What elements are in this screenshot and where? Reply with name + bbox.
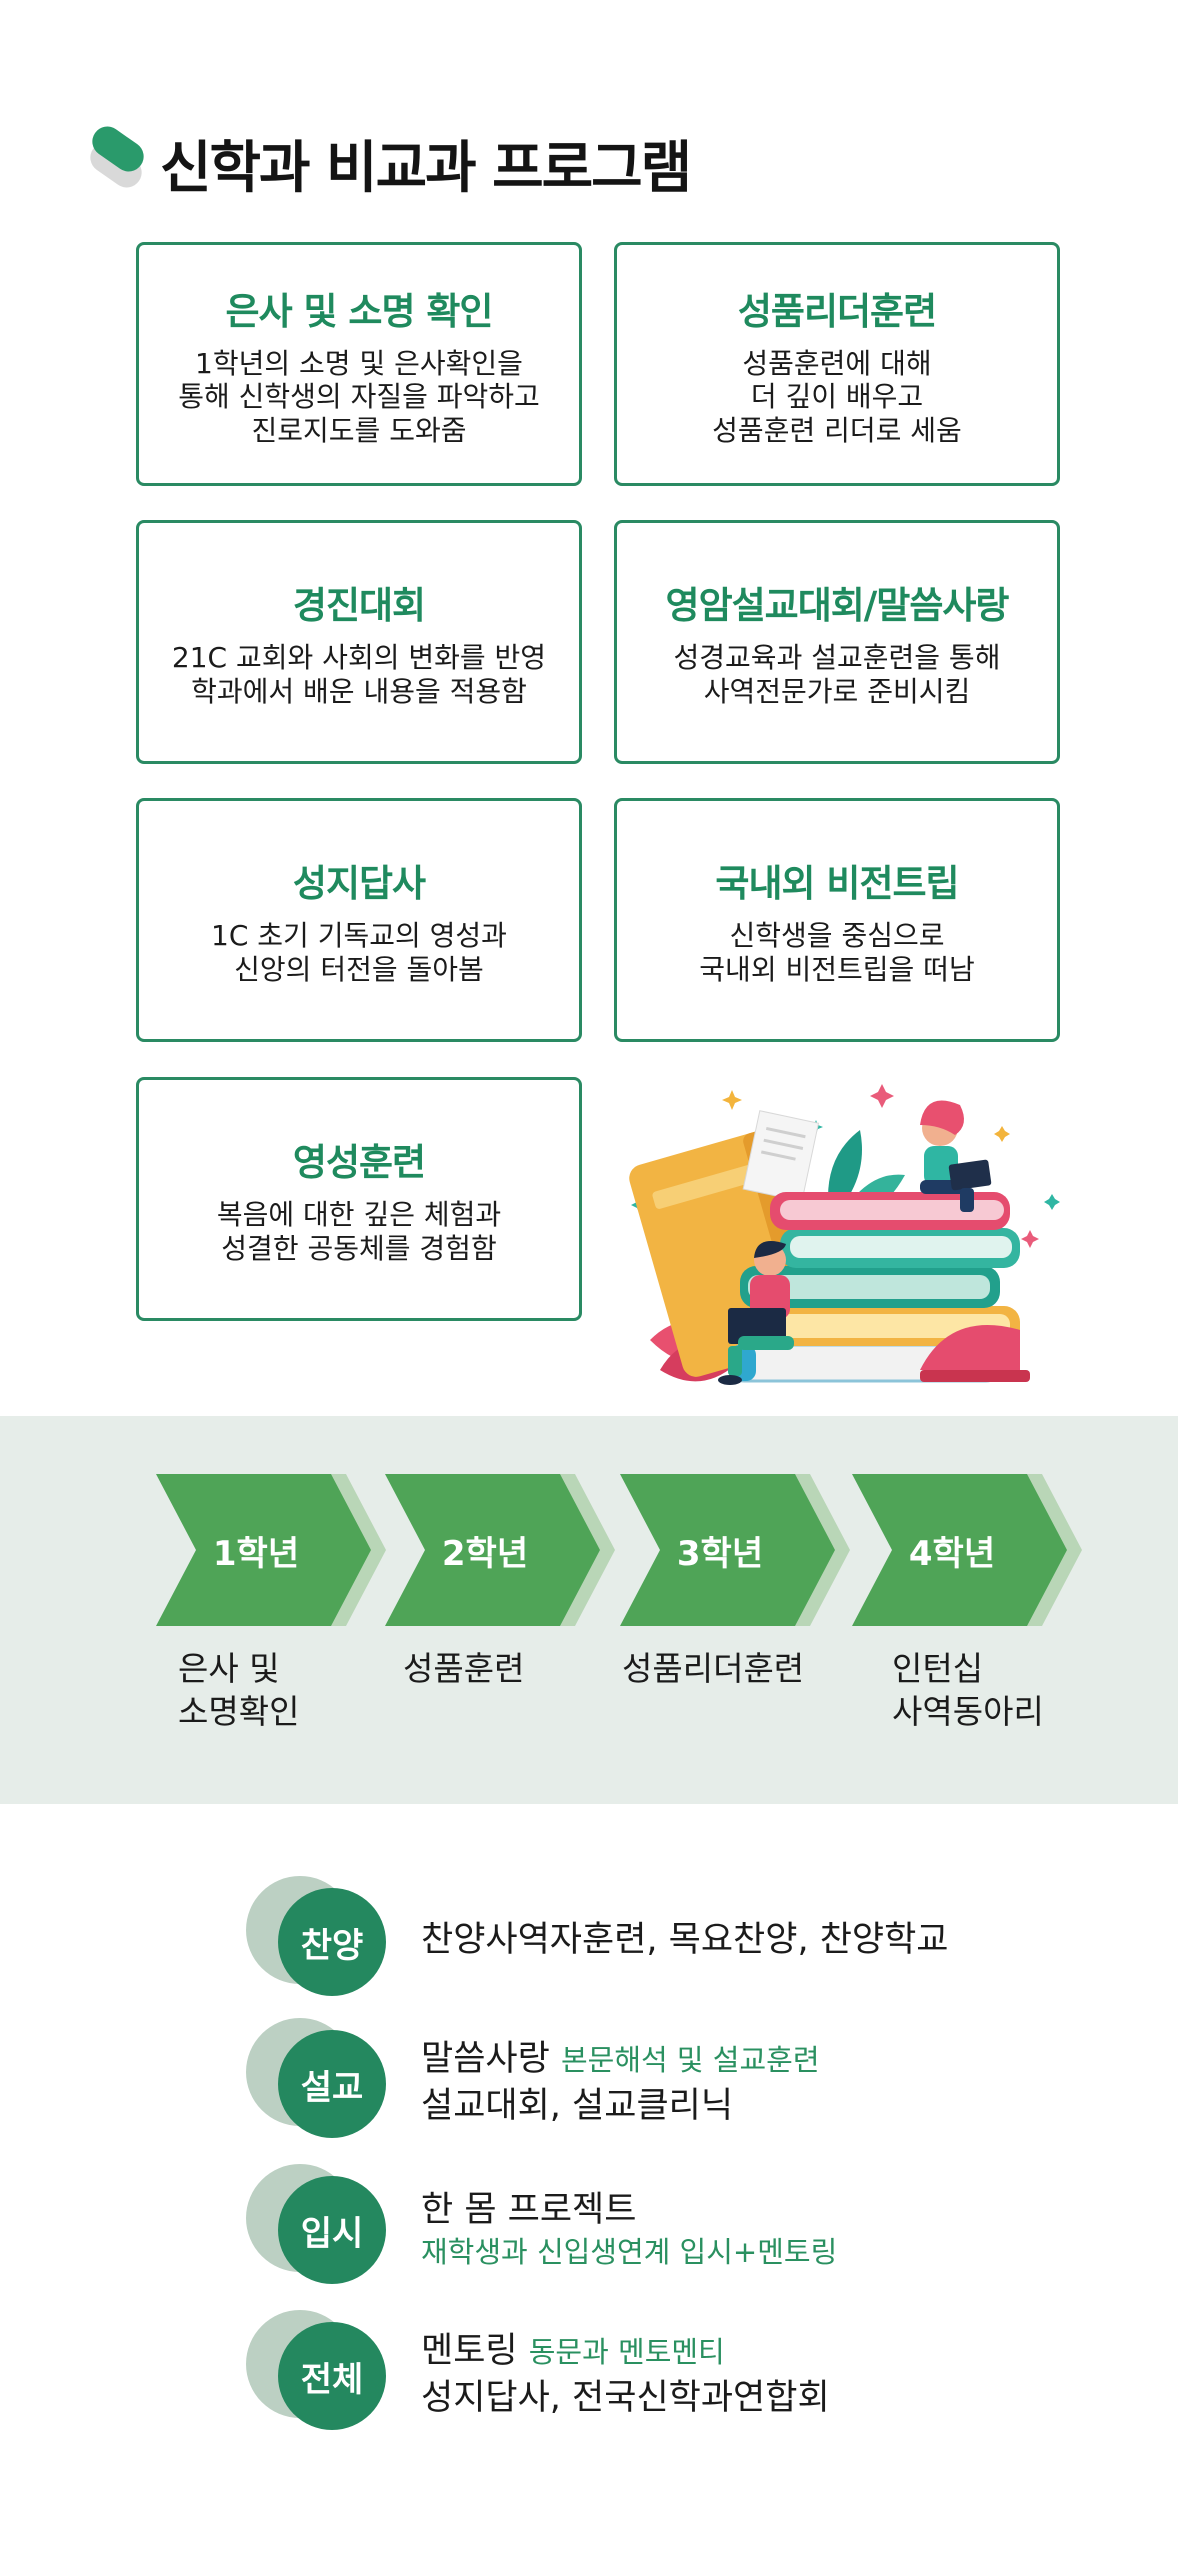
desc-line: 1학년의 소명 및 은사확인을: [195, 346, 523, 380]
activity-text: 한 몸 프로젝트 재학생과 신입생연계 입시+멘토링: [421, 2164, 837, 2294]
year-chevron-4: 4학년: [852, 1474, 1082, 1626]
program-card: 영암설교대회/말씀사랑 성경교육과 설교훈련을 통해 사역전문가로 준비시킴: [614, 520, 1060, 764]
page-title: 신학과 비교과 프로그램: [160, 135, 692, 201]
program-card: 영성훈련 복음에 대한 깊은 체험과 성결한 공동체를 경험함: [136, 1077, 582, 1321]
program-card: 성품리더훈련 성품훈련에 대해 더 깊이 배우고 성품훈련 리더로 세움: [614, 242, 1060, 486]
desc-line: 성경교육과 설교훈련을 통해: [673, 641, 1001, 675]
desc-line: 통해 신학생의 자질을 파악하고: [178, 380, 540, 414]
year-label: 2학년: [441, 1533, 529, 1574]
activity-accent: 본문해석 및 설교훈련: [560, 2042, 820, 2077]
activity-main: 찬양사역자훈련, 목요찬양, 찬양학교: [421, 1920, 949, 1961]
program-desc: 1C 초기 기독교의 영성과 신앙의 터전을 돌아봄: [211, 919, 507, 986]
desc-line: 1C 초기 기독교의 영성과: [211, 919, 507, 953]
activity-badge: 설교: [278, 2030, 386, 2138]
program-card: 국내외 비전트립 신학생을 중심으로 국내외 비전트립을 떠남: [614, 798, 1060, 1042]
year-desc-4: 인턴십 사역동아리: [892, 1648, 1044, 1734]
activity-row: 설교 말씀사랑 본문해석 및 설교훈련 설교대회, 설교클리닉: [246, 2018, 1106, 2138]
activity-line-1: 말씀사랑 본문해석 및 설교훈련: [421, 2036, 820, 2083]
year-chevron-3: 3학년: [620, 1474, 850, 1626]
desc-line: 소명확인: [178, 1691, 300, 1731]
activity-row: 찬양 찬양사역자훈련, 목요찬양, 찬양학교: [246, 1876, 1106, 1996]
desc-line: 사역동아리: [892, 1691, 1044, 1731]
activity-accent: 동문과 멘토멘티: [528, 2334, 725, 2369]
program-title: 은사 및 소명 확인: [225, 289, 494, 333]
desc-line: 신학생을 중심으로: [729, 919, 945, 953]
activity-text: 멘토링 동문과 멘토멘티 성지답사, 전국신학과연합회: [421, 2310, 830, 2440]
year-label: 1학년: [212, 1533, 300, 1574]
program-desc: 1학년의 소명 및 은사확인을 통해 신학생의 자질을 파악하고 진로지도를 도…: [178, 347, 540, 448]
activity-main: 말씀사랑: [421, 2038, 550, 2079]
activity-line-2: 성지답사, 전국신학과연합회: [421, 2378, 830, 2418]
year-band: 1학년 2학년 3학년 4학년 은사 및 소명확인 성품훈련 성품리더훈련 인턴…: [0, 1416, 1178, 1804]
year-desc-1: 은사 및 소명확인: [178, 1648, 299, 1734]
desc-line: 진로지도를 도와줌: [251, 413, 467, 447]
year-chevron-2: 2학년: [385, 1474, 615, 1626]
activity-main: 멘토링: [421, 2330, 518, 2371]
desc-line: 더 깊이 배우고: [750, 380, 924, 414]
activity-text: 찬양사역자훈련, 목요찬양, 찬양학교: [421, 1876, 949, 2006]
desc-line: 사역전문가로 준비시킴: [703, 675, 971, 708]
activity-main: 한 몸 프로젝트: [421, 2189, 637, 2230]
program-title: 성품리더훈련: [737, 289, 937, 333]
activity-text: 말씀사랑 본문해석 및 설교훈련 설교대회, 설교클리닉: [421, 2018, 820, 2148]
year-desc-2: 성품훈련: [403, 1648, 524, 1691]
activity-badge: 찬양: [278, 1888, 386, 1996]
program-title: 영성훈련: [292, 1141, 426, 1185]
program-desc: 21C 교회와 사회의 변화를 반영 학과에서 배운 내용을 적용함: [172, 641, 546, 708]
pill-logo-icon: [84, 120, 150, 198]
activity-row: 전체 멘토링 동문과 멘토멘티 성지답사, 전국신학과연합회: [246, 2310, 1106, 2430]
activity-line-1: 멘토링 동문과 멘토멘티: [421, 2328, 830, 2375]
desc-line: 인턴십: [892, 1649, 984, 1688]
activity-badge: 전체: [278, 2322, 386, 2430]
desc-line: 복음에 대한 깊은 체험과: [216, 1198, 502, 1232]
books-students-illustration: [629, 1084, 1060, 1385]
desc-line: 21C 교회와 사회의 변화를 반영: [171, 641, 547, 675]
activity-line-2: 설교대회, 설교클리닉: [421, 2086, 734, 2126]
activity-sub: 재학생과 신입생연계 입시+멘토링: [421, 2234, 838, 2269]
desc-line: 은사 및: [178, 1649, 280, 1688]
program-desc: 복음에 대한 깊은 체험과 성결한 공동체를 경험함: [217, 1198, 501, 1265]
desc-line: 학과에서 배운 내용을 적용함: [191, 675, 527, 708]
program-desc: 성품훈련에 대해 더 깊이 배우고 성품훈련 리더로 세움: [712, 347, 962, 448]
desc-line: 성품리더훈련: [622, 1649, 805, 1688]
program-card: 경진대회 21C 교회와 사회의 변화를 반영 학과에서 배운 내용을 적용함: [136, 520, 582, 764]
program-title: 국내외 비전트립: [715, 862, 959, 906]
program-card: 은사 및 소명 확인 1학년의 소명 및 은사확인을 통해 신학생의 자질을 파…: [136, 242, 582, 486]
desc-line: 성결한 공동체를 경험함: [221, 1232, 497, 1265]
desc-line: 성품훈련에 대해: [742, 346, 932, 380]
program-desc: 신학생을 중심으로 국내외 비전트립을 떠남: [699, 919, 974, 986]
year-chevron-1: 1학년: [156, 1474, 386, 1626]
program-title: 영암설교대회/말씀사랑: [665, 584, 1010, 628]
desc-line: 성품훈련: [403, 1649, 525, 1688]
year-label: 3학년: [676, 1533, 764, 1574]
activity-row: 입시 한 몸 프로젝트 재학생과 신입생연계 입시+멘토링: [246, 2164, 1106, 2284]
year-label: 4학년: [908, 1533, 996, 1574]
page-header: 신학과 비교과 프로그램: [84, 118, 692, 208]
program-title: 성지답사: [292, 862, 426, 906]
activity-badge: 입시: [278, 2176, 386, 2284]
program-desc: 성경교육과 설교훈련을 통해 사역전문가로 준비시킴: [674, 641, 1001, 708]
program-title: 경진대회: [292, 584, 426, 628]
program-card: 성지답사 1C 초기 기독교의 영성과 신앙의 터전을 돌아봄: [136, 798, 582, 1042]
desc-line: 성품훈련 리더로 세움: [712, 413, 962, 447]
year-desc-3: 성품리더훈련: [622, 1648, 804, 1691]
desc-line: 신앙의 터전을 돌아봄: [234, 953, 484, 986]
desc-line: 국내외 비전트립을 떠남: [699, 953, 975, 986]
